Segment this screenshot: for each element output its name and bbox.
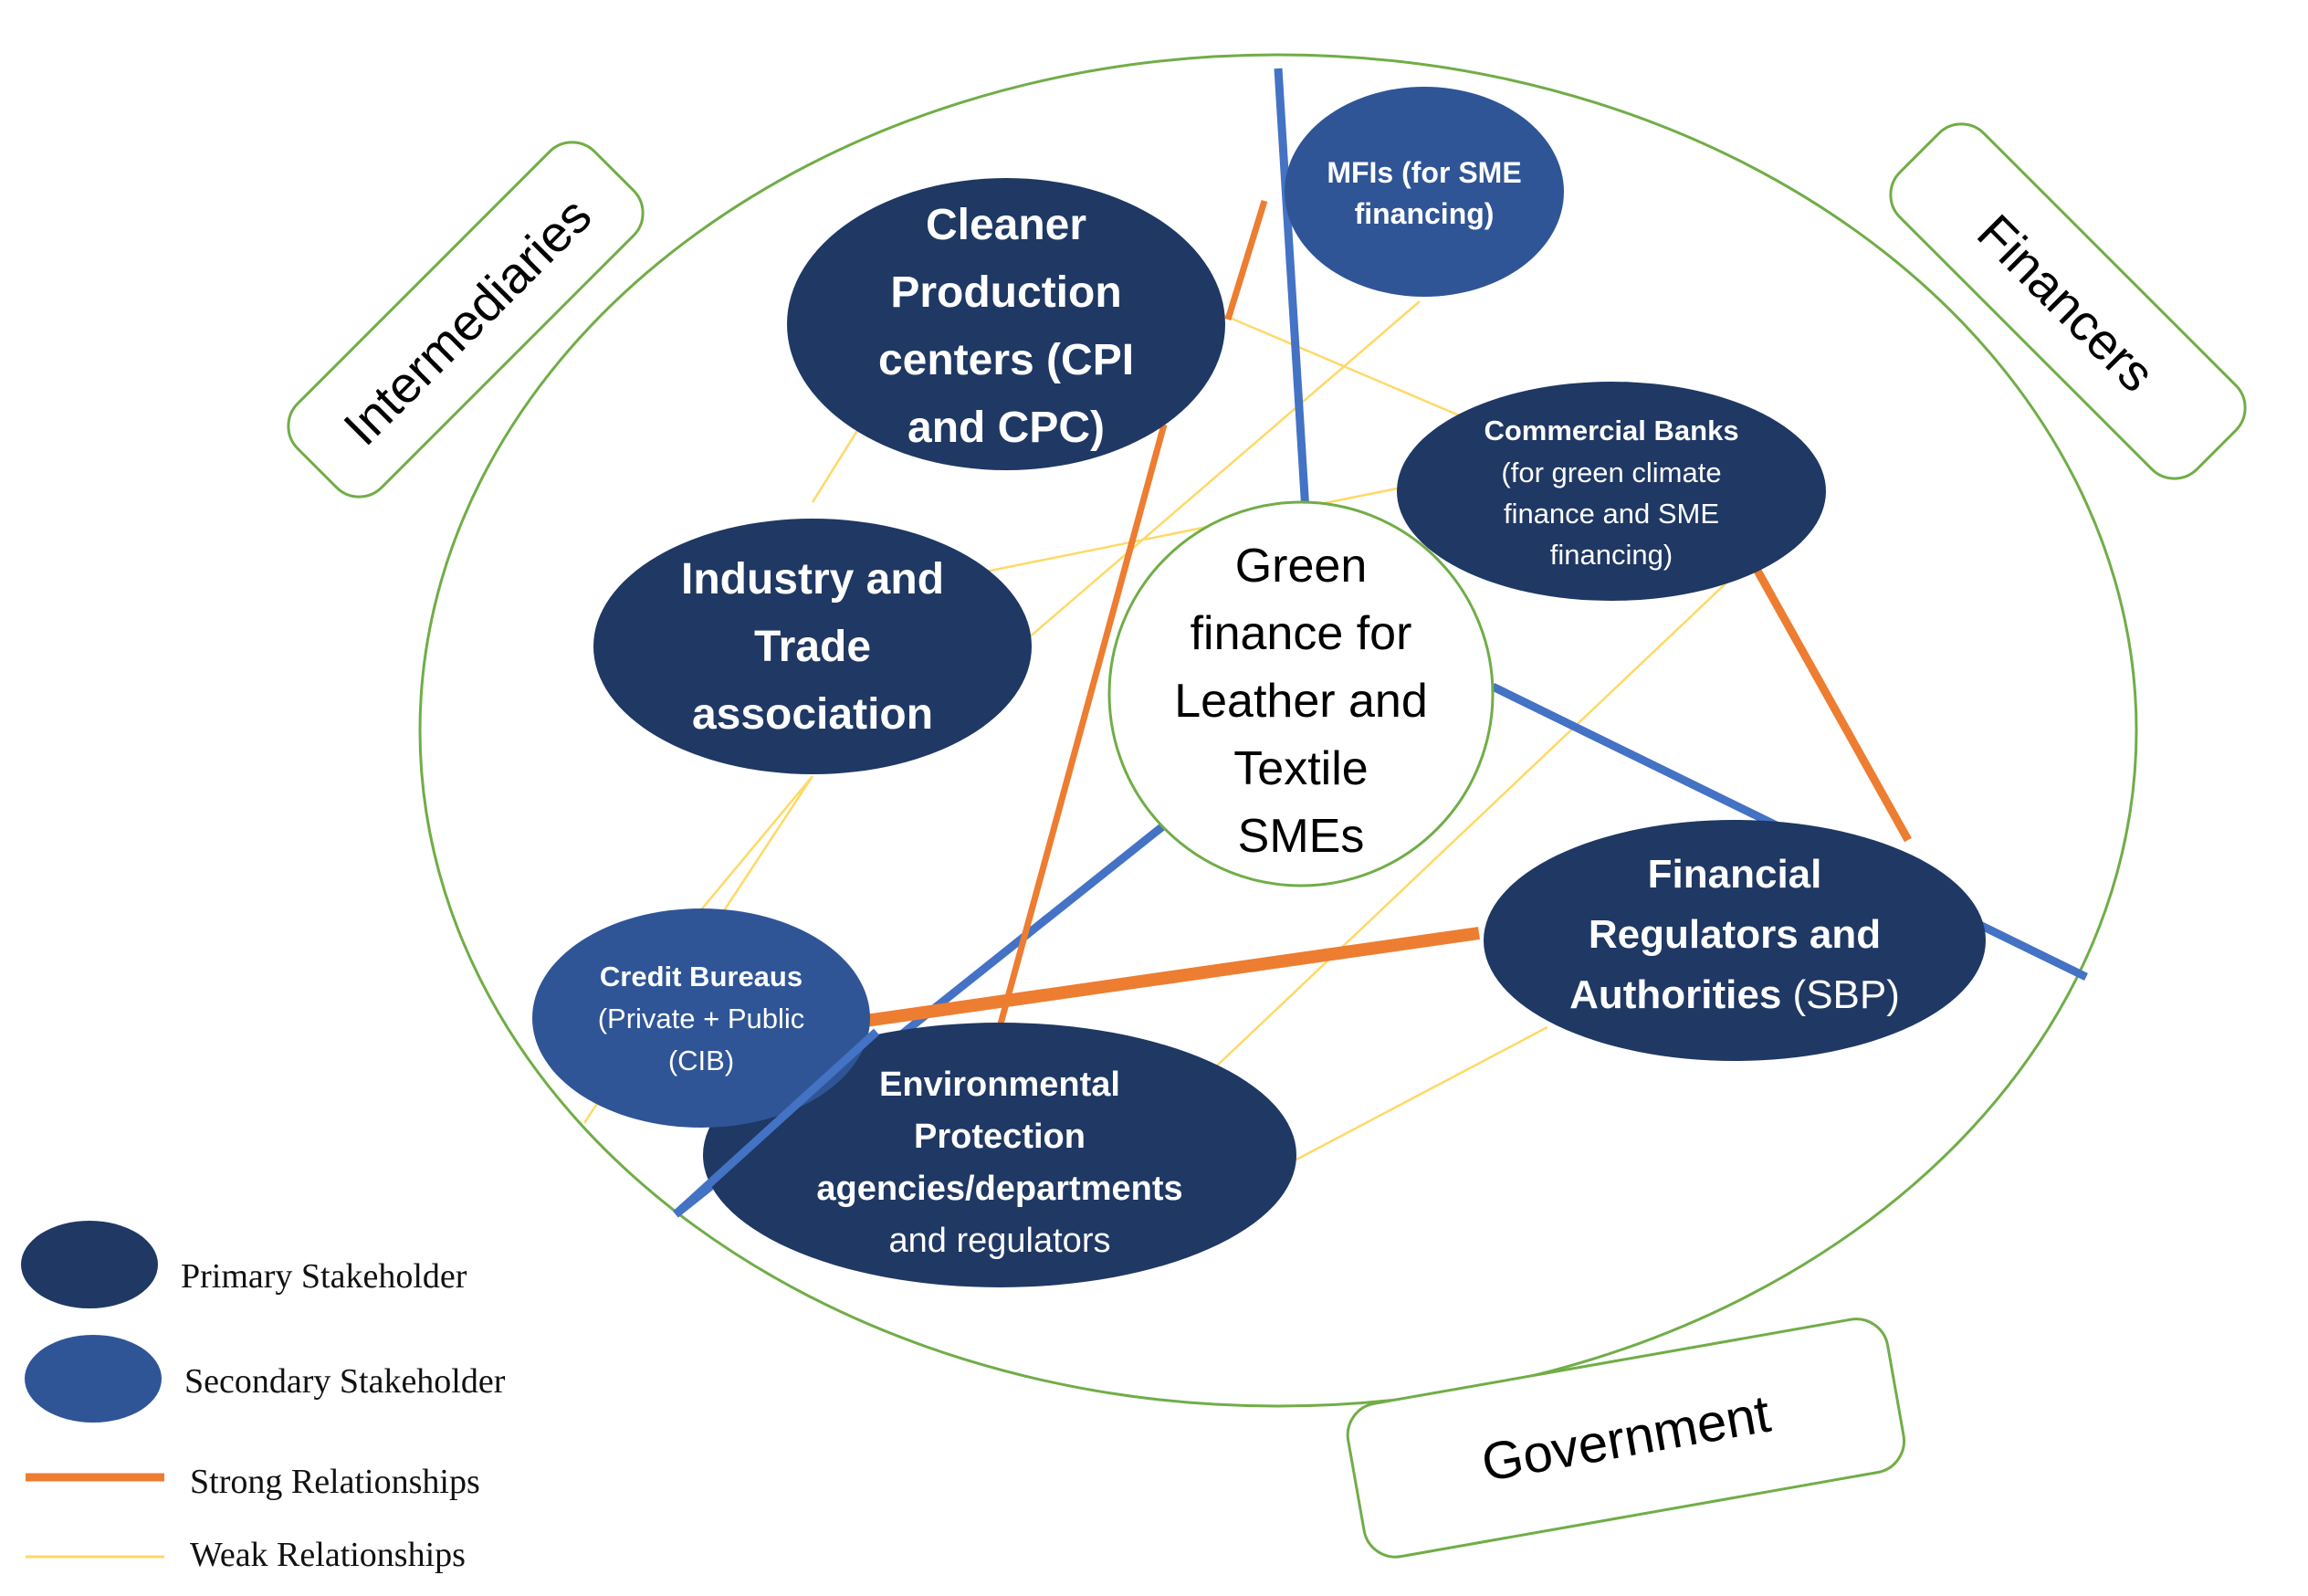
banks-label: Commercial Banks	[1484, 415, 1738, 446]
intermediaries-group: Intermediaries	[287, 141, 645, 499]
strong-line	[1224, 199, 1268, 321]
financers-box	[1889, 122, 2247, 480]
epa-label: Environmental	[879, 1066, 1120, 1104]
cpc-ellipse	[787, 178, 1225, 470]
credit-label: Credit Bureaus	[600, 961, 803, 992]
center-line: Leather and	[1174, 675, 1428, 728]
center-label: Green finance for Leather and Textile SM…	[1174, 540, 1428, 863]
epa-ellipse	[703, 1023, 1296, 1287]
legend-primary-swatch	[21, 1221, 158, 1308]
banks-label: financing)	[1550, 539, 1673, 571]
mfi-ellipse	[1285, 87, 1564, 297]
weak-relationship-lines	[582, 300, 1740, 1161]
weak-line	[811, 428, 860, 503]
weak-line	[1213, 570, 1740, 1069]
strong-line	[865, 927, 1480, 1027]
industry-ellipse	[593, 519, 1032, 774]
credit-ellipse	[532, 908, 870, 1128]
epa-label: agencies/departments	[816, 1170, 1182, 1208]
blue-line-overlay	[672, 1028, 880, 1218]
legend-secondary-swatch	[25, 1335, 162, 1423]
cpc-label: and CPC)	[907, 404, 1105, 452]
banks-label: finance and SME	[1504, 498, 1719, 530]
epa-label: and regulators	[889, 1222, 1111, 1260]
government-group: Government	[1346, 1318, 1906, 1559]
stakeholder-boundary-ellipse	[418, 53, 2138, 1408]
center-line: finance for	[1191, 607, 1412, 660]
industry-label: association	[692, 690, 933, 739]
regulators-label: Authorities (SBP)	[1569, 972, 1900, 1017]
regulators-label-bold: Authorities	[1569, 972, 1781, 1017]
mfi-label: MFIs (for SME	[1327, 156, 1521, 189]
epa-label: Protection	[914, 1118, 1086, 1156]
legend-primary-label: Primary Stakeholder	[181, 1257, 467, 1296]
regulators-label-light: (SBP)	[1781, 972, 1900, 1017]
weak-line	[1296, 1025, 1548, 1161]
regulators-label: Financial	[1648, 852, 1822, 897]
node-regulators: Financial Regulators and Authorities (SB…	[1484, 820, 1986, 1061]
intermediaries-box	[287, 141, 645, 499]
weak-line	[698, 775, 813, 914]
banks-ellipse	[1397, 382, 1826, 601]
node-cpc: Cleaner Production centers (CPI and CPC)	[787, 178, 1225, 470]
node-mfi: MFIs (for SME financing)	[1285, 87, 1564, 297]
blue-line	[1274, 68, 1310, 512]
legend-strong-label: Strong Relationships	[190, 1463, 480, 1501]
node-banks: Commercial Banks (for green climate fina…	[1397, 382, 1826, 601]
center-line: Green	[1235, 540, 1368, 593]
industry-label: Trade	[754, 623, 871, 671]
weak-line	[967, 484, 1411, 577]
legend-weak-label: Weak Relationships	[190, 1536, 466, 1574]
financers-group: Financers	[1889, 122, 2247, 480]
node-credit: Credit Bureaus (Private + Public (CIB)	[532, 908, 870, 1128]
credit-label: (Private + Public	[598, 1003, 805, 1034]
node-industry: Industry and Trade association	[593, 519, 1032, 774]
regulators-ellipse	[1484, 820, 1986, 1061]
legend: Primary Stakeholder Secondary Stakeholde…	[21, 1221, 506, 1574]
cpc-label: centers (CPI	[878, 336, 1134, 384]
legend-secondary-label: Secondary Stakeholder	[184, 1362, 506, 1401]
government-box	[1346, 1318, 1906, 1559]
weak-line	[1222, 313, 1471, 422]
strong-line	[1754, 568, 1912, 843]
cpc-label: Production	[890, 268, 1121, 317]
credit-label: (CIB)	[668, 1045, 734, 1076]
cpc-label: Cleaner	[926, 201, 1086, 249]
banks-label: (for green climate	[1501, 457, 1721, 488]
strong-relationship-lines	[865, 199, 1912, 1028]
weak-line	[1026, 300, 1421, 640]
regulators-label: Regulators and	[1589, 912, 1881, 957]
intermediaries-label: Intermediaries	[332, 186, 602, 456]
node-epa: Environmental Protection agencies/depart…	[703, 1023, 1296, 1287]
industry-label: Industry and	[681, 555, 944, 604]
center-circle	[1107, 500, 1495, 887]
center-line: SMEs	[1238, 810, 1365, 863]
mfi-label: financing)	[1355, 197, 1495, 230]
strong-line	[996, 424, 1168, 1028]
center-line: Textile	[1233, 742, 1368, 795]
